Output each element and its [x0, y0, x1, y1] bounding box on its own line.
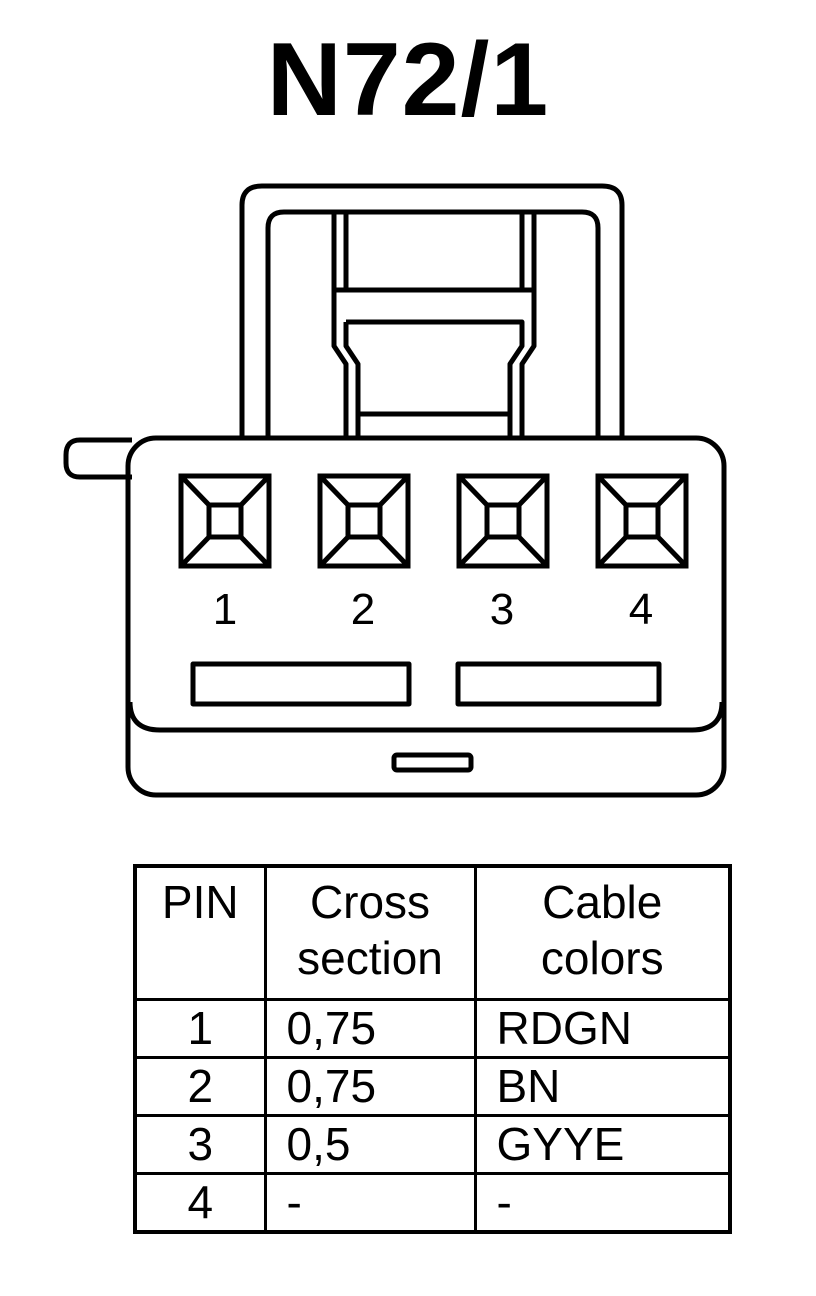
latch-tongue — [331, 212, 537, 440]
cell-cross-section: 0,75 — [263, 998, 477, 1059]
table-row: 1 0,75 RDGN — [133, 998, 732, 1059]
pin-terminal-3 — [456, 473, 550, 569]
side-tab — [63, 437, 132, 480]
cell-pin: 1 — [133, 998, 267, 1059]
diagram-title: N72/1 — [266, 22, 550, 138]
table-row: 4 - - — [133, 1172, 732, 1234]
latch-inner — [265, 209, 601, 440]
pin-label-2: 2 — [351, 585, 375, 634]
pin-terminal-4 — [595, 473, 689, 569]
cell-pin: 4 — [133, 1172, 267, 1234]
cell-pin: 2 — [133, 1056, 267, 1117]
cell-cross-section: 0,5 — [263, 1114, 477, 1175]
cell-cable-color: - — [473, 1172, 732, 1234]
housing-body — [125, 435, 727, 798]
table-row: 3 0,5 GYYE — [133, 1114, 732, 1175]
cell-pin: 3 — [133, 1114, 267, 1175]
pin-terminal-1 — [178, 473, 272, 569]
connector-drawing: 1 2 3 4 — [63, 183, 727, 798]
coding-bar-right — [455, 661, 662, 707]
housing-lip — [127, 701, 725, 733]
cell-cross-section: - — [263, 1172, 477, 1234]
pin-label-4: 4 — [629, 585, 653, 634]
header-pin: PIN — [133, 864, 267, 1001]
table-row: 2 0,75 BN — [133, 1056, 732, 1117]
pin-terminal-2 — [317, 473, 411, 569]
bottom-slot — [391, 752, 474, 773]
cell-cable-color: RDGN — [473, 998, 732, 1059]
cell-cable-color: GYYE — [473, 1114, 732, 1175]
pin-assignment-table: PIN Cross section Cable colors 1 0,75 RD… — [133, 864, 732, 1234]
header-cable-colors: Cable colors — [473, 864, 732, 1001]
table-header-row: PIN Cross section Cable colors — [133, 864, 732, 1001]
coding-bar-left — [190, 661, 412, 707]
header-cross-section: Cross section — [263, 864, 477, 1001]
cell-cable-color: BN — [473, 1056, 732, 1117]
cell-cross-section: 0,75 — [263, 1056, 477, 1117]
pin-label-3: 3 — [490, 585, 514, 634]
pin-label-1: 1 — [213, 585, 237, 634]
latch-outer — [239, 183, 625, 440]
